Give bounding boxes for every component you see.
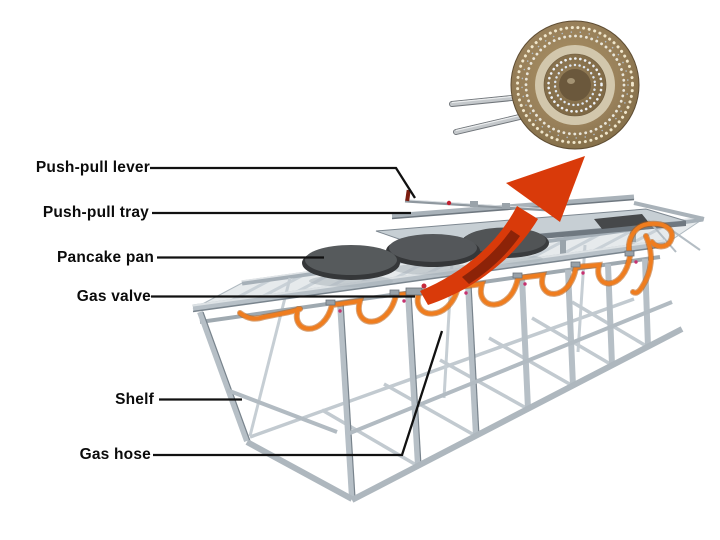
label-push-pull-lever: Push-pull lever — [35, 159, 150, 176]
leader-gas-hose — [153, 330, 444, 457]
gas-valves — [325, 250, 638, 313]
lever-grip — [405, 189, 411, 202]
push-pull-lever — [404, 189, 549, 212]
gas-burner-inset — [449, 20, 640, 150]
frame-interior — [248, 244, 649, 468]
leader-push-pull-lever — [150, 166, 416, 199]
bottom-front-rail — [350, 326, 684, 503]
label-push-pull-tray: Push-pull tray — [42, 204, 149, 221]
pancake-pan-2 — [386, 234, 480, 267]
label-shelf: Shelf — [115, 391, 154, 408]
tray-plate — [594, 214, 650, 229]
burner-pipes — [449, 94, 527, 135]
leader-lines — [150, 166, 444, 457]
bottom-end-rail — [245, 439, 354, 502]
mid-front-rail — [349, 300, 673, 435]
leg-left-end — [197, 310, 250, 443]
pancake-pan-1 — [302, 245, 400, 280]
label-pancake-pan: Pancake pan — [57, 249, 154, 266]
label-gas-valve: Gas valve — [76, 288, 151, 305]
arrow-icon — [420, 156, 585, 305]
mid-end-rail — [226, 388, 338, 434]
label-gas-hose: Gas hose — [79, 446, 151, 463]
